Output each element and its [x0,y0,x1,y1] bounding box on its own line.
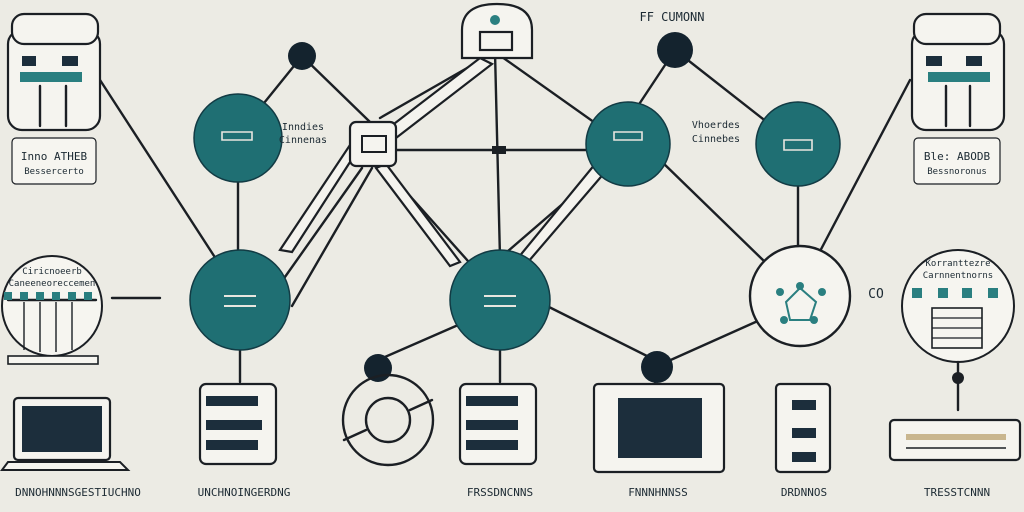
left-cluster-line-2: Caneeneoreccemen [9,279,96,289]
switch-box[interactable] [348,120,398,168]
right-cluster-line-1: Korranttezre [925,259,990,269]
bottom-label-3: FRSSDNCNNS [467,486,533,499]
top-center-label: FF CUMONN [639,10,704,24]
node-dark-3[interactable] [364,354,392,382]
node-dark-2[interactable] [657,32,693,68]
hub-lower-center[interactable] [449,249,551,351]
monitor[interactable] [592,382,726,474]
bottom-label-5: DRDNNOS [781,486,827,499]
server-label-right-line-2: Bessnoronus [927,167,987,177]
ring-node[interactable] [341,373,435,467]
server-label-left-line-2: Bessercerto [24,167,84,177]
hub-lower-left[interactable] [189,249,291,351]
left-cluster-line-1: Ciricnoeerb [22,267,82,277]
right-cluster[interactable] [901,249,1015,412]
tower-server[interactable] [774,382,832,474]
right-link-tag: CO [868,287,884,302]
hub-upper-left-caption-2: Cinnenas [279,135,327,146]
rack-server-2[interactable] [458,382,538,466]
junction-marker [492,146,506,154]
server-label-right-line-1: Ble: ABODB [924,150,991,163]
server-label-left-line-1: Inno ATHEB [21,150,88,163]
bottom-label-2: UNCHNOINGERDNG [198,486,291,499]
bottom-label-6: TRESSTCNNN [924,486,990,499]
top-center-device[interactable] [460,2,534,60]
server-label-left: Inno ATHEB Bessercerto [11,137,97,185]
server-top-right[interactable] [910,12,1006,132]
mesh-node[interactable] [748,244,852,348]
hub-upper-left[interactable] [193,93,283,183]
network-appliance[interactable] [888,418,1022,462]
server-label-right: Ble: ABODB Bessnoronus [913,137,1001,185]
node-dark-4[interactable] [641,351,673,383]
left-cluster[interactable] [1,255,162,365]
right-cluster-line-2: Carnnentnorns [923,271,993,281]
hub-upper-left-caption-1: Inndies [282,122,324,133]
rack-server-1[interactable] [198,382,278,466]
laptop[interactable] [0,396,131,471]
bottom-label-4: FNNNHNNSS [628,486,688,499]
hub-upper-center-caption-2: Cinnebes [692,134,740,145]
server-top-left[interactable] [6,12,102,132]
bottom-label-1: DNNOHNNNSGESTIUCHNO [15,486,141,499]
hub-upper-center[interactable] [585,101,671,187]
hub-upper-center-caption-1: Vhoerdes [692,120,740,131]
node-dark-1[interactable] [288,42,316,70]
hub-upper-right[interactable] [755,101,841,187]
